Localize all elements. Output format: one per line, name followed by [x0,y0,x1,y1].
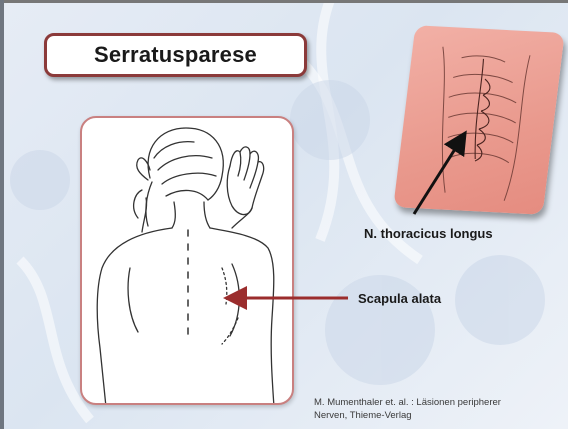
nerve-label: N. thoracicus longus [364,226,493,241]
thorax-anatomy-illustration [393,25,564,215]
citation: M. Mumenthaler et. al. : Läsionen periph… [314,396,564,422]
scapula-label: Scapula alata [358,291,441,306]
slide-frame-left [0,0,4,429]
title-box: Serratusparese [44,33,307,77]
citation-line-1: M. Mumenthaler et. al. : Läsionen periph… [314,396,564,409]
thorax-anatomy-card [393,25,564,215]
patient-back-illustration [82,118,294,405]
slide-frame-top [0,0,568,3]
citation-line-2: Nerven, Thieme-Verlag [314,409,564,422]
slide-title: Serratusparese [94,42,257,68]
back-illustration-panel [80,116,294,405]
